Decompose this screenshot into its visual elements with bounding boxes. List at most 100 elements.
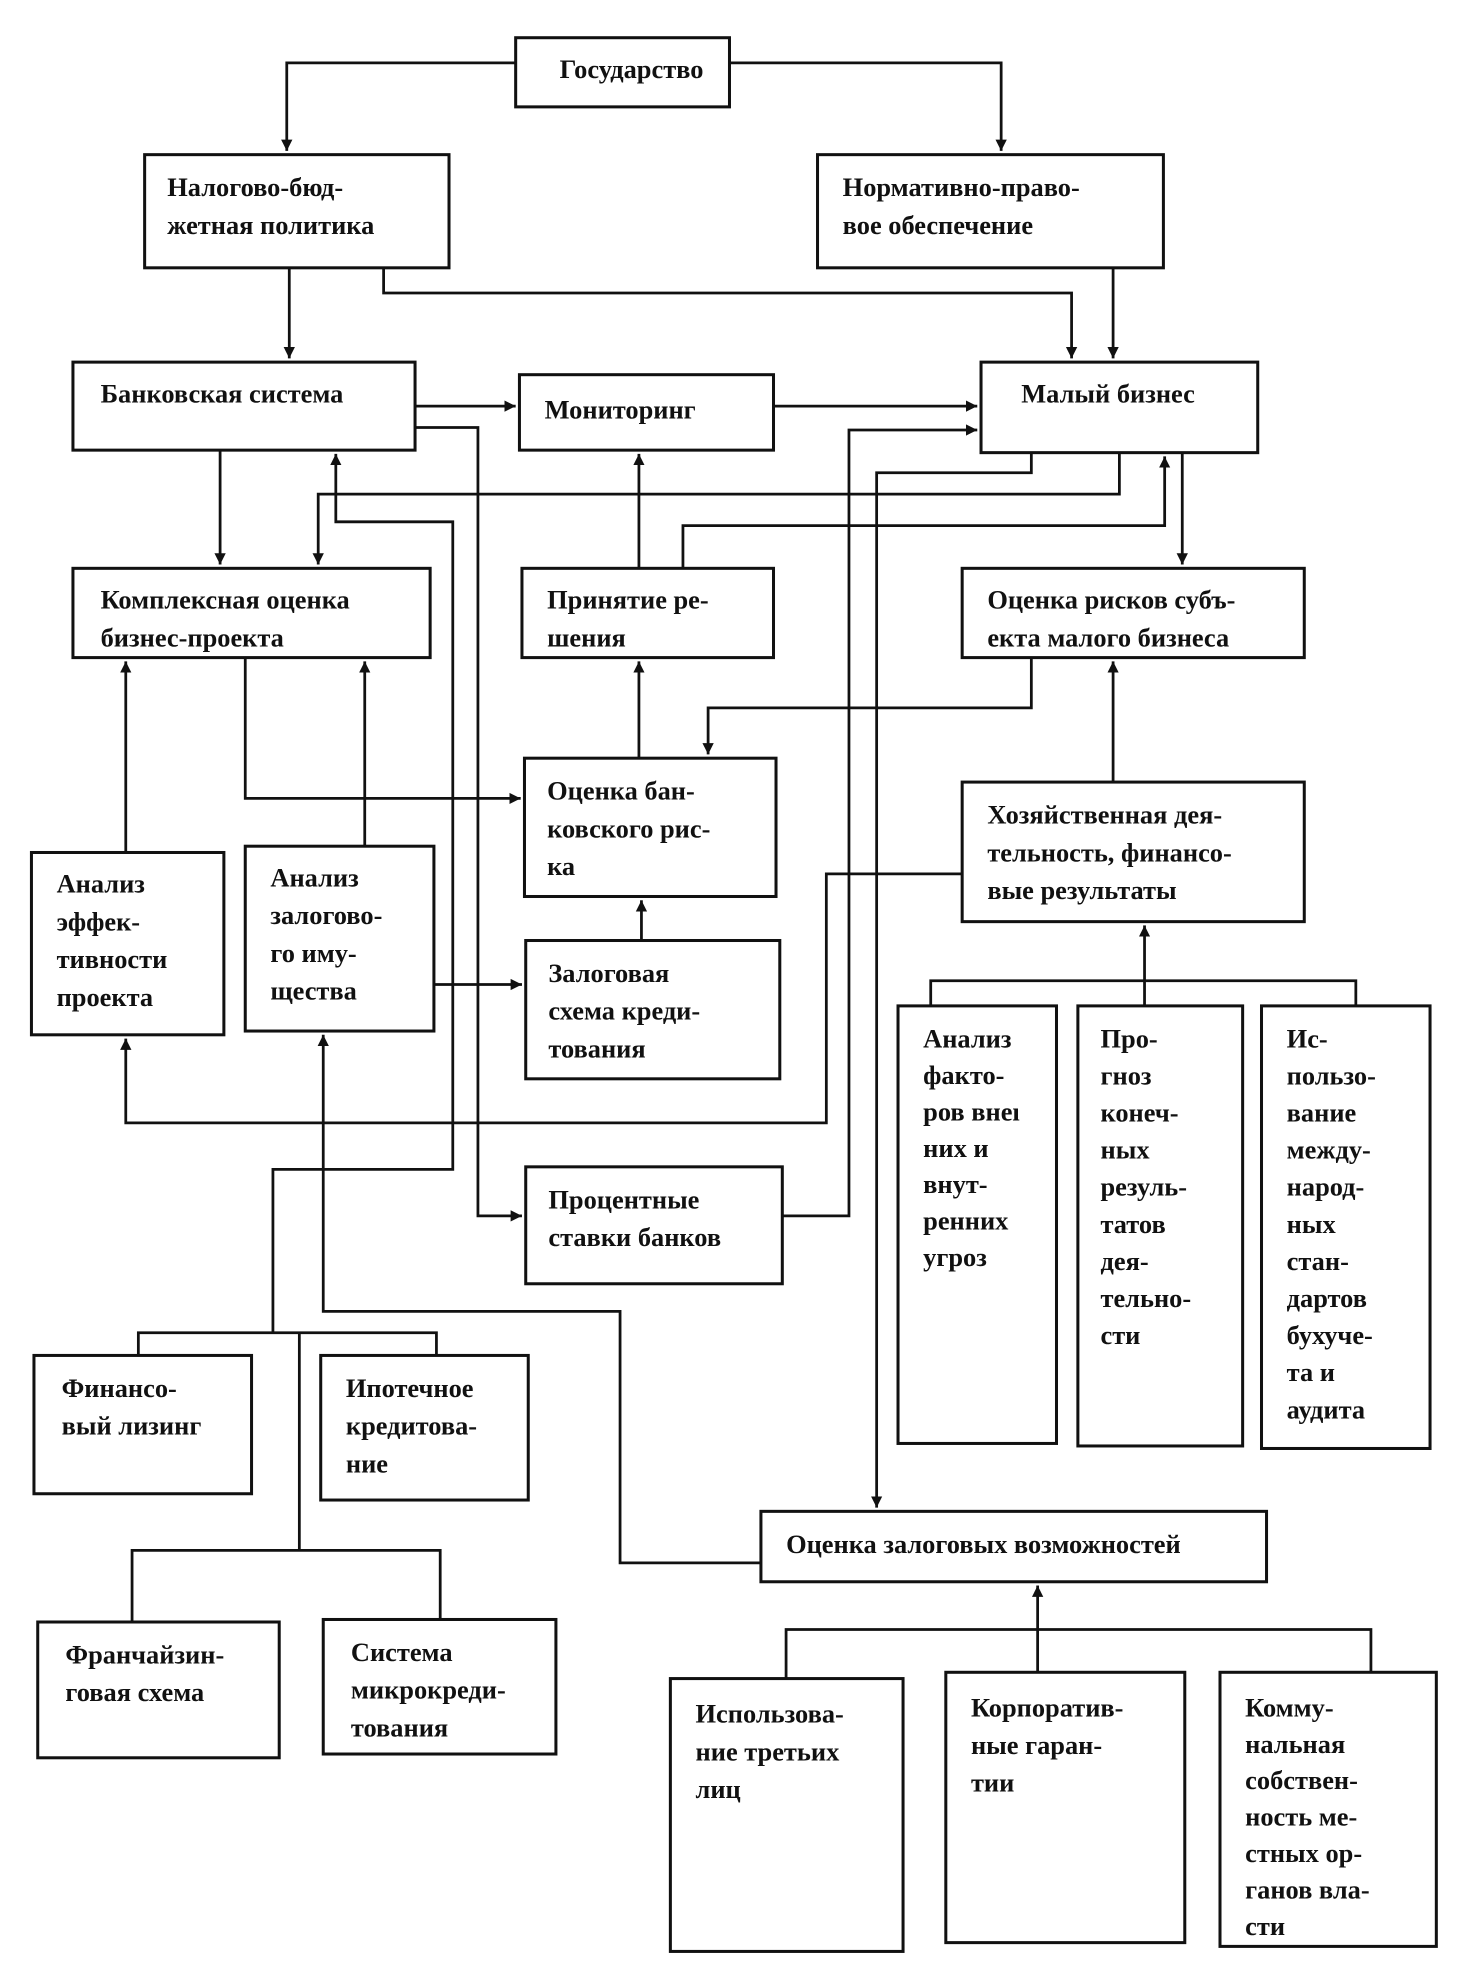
node-label: Франчайзин-говая схема: [65, 1639, 224, 1707]
node-label-line: говая схема: [65, 1677, 204, 1707]
node-leasing: Финансо-вый лизинг: [32, 1353, 254, 1496]
node-label-line: дартов: [1287, 1283, 1367, 1313]
edge-decision-smallbiz: [681, 456, 1171, 569]
node-label-line: ров внеı: [923, 1096, 1020, 1126]
node-label-line: Про-: [1101, 1023, 1158, 1053]
node-risk-subject: Оценка рисков субъ-екта малого бизнеса: [960, 566, 1306, 660]
node-label-line: шения: [547, 622, 626, 652]
node-label-line: ность ме-: [1245, 1802, 1357, 1832]
node-box: [944, 1670, 1187, 1945]
node-label-line: Залоговая: [548, 958, 669, 988]
node-label-line: резуль-: [1101, 1172, 1188, 1202]
edge-gov-nalogovo: [281, 61, 516, 151]
node-label: Государство: [560, 54, 704, 84]
node-label-line: кредитова-: [346, 1411, 477, 1441]
node-label-line: ние третьих: [696, 1736, 841, 1766]
node-box: [524, 938, 782, 1081]
node-box: [1076, 1004, 1245, 1448]
node-label-line: Нормативно-право-: [843, 172, 1080, 202]
node-label: Оценка бан-ковского рис-ка: [547, 776, 710, 881]
node-label-line: тельность, финансо-: [987, 837, 1231, 867]
node-label-line: факто-: [923, 1060, 1004, 1090]
node-label: Корпоратив-ные гаран-тии: [971, 1692, 1124, 1797]
node-box: [319, 1353, 530, 1502]
node-label-line: пользо-: [1287, 1060, 1376, 1090]
node-label-line: вые результаты: [987, 875, 1176, 905]
node-box: [759, 1509, 1269, 1584]
node-complex-eval: Комплексная оценка бизнес-проекта: [71, 566, 432, 660]
node-label-line: лиц: [696, 1774, 741, 1804]
edge-nalogovo-smallbiz: [382, 267, 1078, 359]
node-label-line: Анализ: [270, 862, 358, 892]
node-label-line: Финансо-: [62, 1373, 177, 1403]
node-label-line: ние: [346, 1448, 388, 1478]
node-label-line: Франчайзин-: [65, 1639, 224, 1669]
node-label-line: внут-: [923, 1169, 987, 1199]
node-box: [321, 1617, 558, 1756]
node-label-line: тивности: [57, 944, 168, 974]
node-franchise: Франчайзин-говая схема: [36, 1620, 281, 1760]
node-box: [1259, 1004, 1432, 1450]
node-box: [71, 360, 417, 452]
node-label-line: проекта: [57, 982, 153, 1012]
node-label-line: Государство: [560, 54, 704, 84]
edge-interest-smallbiz: [782, 424, 978, 1218]
node-label-line: Оценка бан-: [547, 776, 695, 806]
node-label-line: вое обеспечение: [843, 210, 1034, 240]
node-label: Финансо-вый лизинг: [62, 1373, 202, 1441]
node-label-line: Корпоратив-: [971, 1692, 1124, 1722]
node-label: Налогово-бюд-жетная политика: [167, 172, 374, 240]
node-label-line: щества: [270, 976, 356, 1006]
node-label: Хозяйственная дея-тельность, финансо-вые…: [987, 800, 1231, 905]
node-label-line: конеч-: [1101, 1098, 1179, 1128]
node-label: Оценка рисков субъ-екта малого бизнеса: [987, 585, 1235, 653]
edge-risksubject-bankrisk: [702, 657, 1033, 755]
node-label-line: дея-: [1101, 1246, 1149, 1276]
node-label-line: Налогово-бюд-: [167, 172, 343, 202]
node-label-line: Хозяйственная дея-: [987, 800, 1222, 830]
connectors: [120, 61, 1373, 1679]
node-label-line: бизнес-проекта: [101, 622, 284, 652]
tree-collcapacity-children: [784, 1628, 1373, 1679]
node-label-line: тования: [351, 1712, 448, 1742]
node-box: [514, 36, 731, 109]
node-label-line: ставки банков: [548, 1222, 721, 1252]
node-box: [524, 1165, 784, 1286]
node-label-line: Банковская система: [101, 378, 344, 408]
node-small-business: Малый бизнес: [979, 360, 1260, 455]
node-label-line: эффек-: [57, 906, 140, 936]
node-nalogovo: Налогово-бюд-жетная политика: [143, 153, 451, 270]
node-label-line: ганов вла-: [1245, 1875, 1369, 1905]
node-label-line: собствен-: [1245, 1765, 1358, 1795]
node-label-line: Принятие ре-: [547, 585, 709, 615]
node-label-line: бухуче-: [1287, 1320, 1373, 1350]
node-label-line: между-: [1287, 1135, 1371, 1165]
node-label-line: сти: [1101, 1320, 1141, 1350]
node-label-line: Анализ: [57, 869, 145, 899]
node-label-line: Малый бизнес: [1021, 378, 1195, 408]
node-box: [520, 566, 776, 660]
node-label-line: Ис-: [1287, 1023, 1328, 1053]
edge-gov-normativno: [729, 61, 1007, 151]
node-label-line: них и: [923, 1133, 988, 1163]
node-label-line: угроз: [923, 1242, 987, 1272]
node-label-line: Комплексная оценка: [101, 585, 350, 615]
node-label-line: тельно-: [1101, 1283, 1192, 1313]
node-label-line: микрокреди-: [351, 1675, 506, 1705]
node-box: [36, 1620, 281, 1760]
node-label: Мониторинг: [545, 395, 696, 425]
node-box: [143, 153, 451, 270]
node-label-line: Оценка залоговых возможностей: [786, 1529, 1181, 1559]
